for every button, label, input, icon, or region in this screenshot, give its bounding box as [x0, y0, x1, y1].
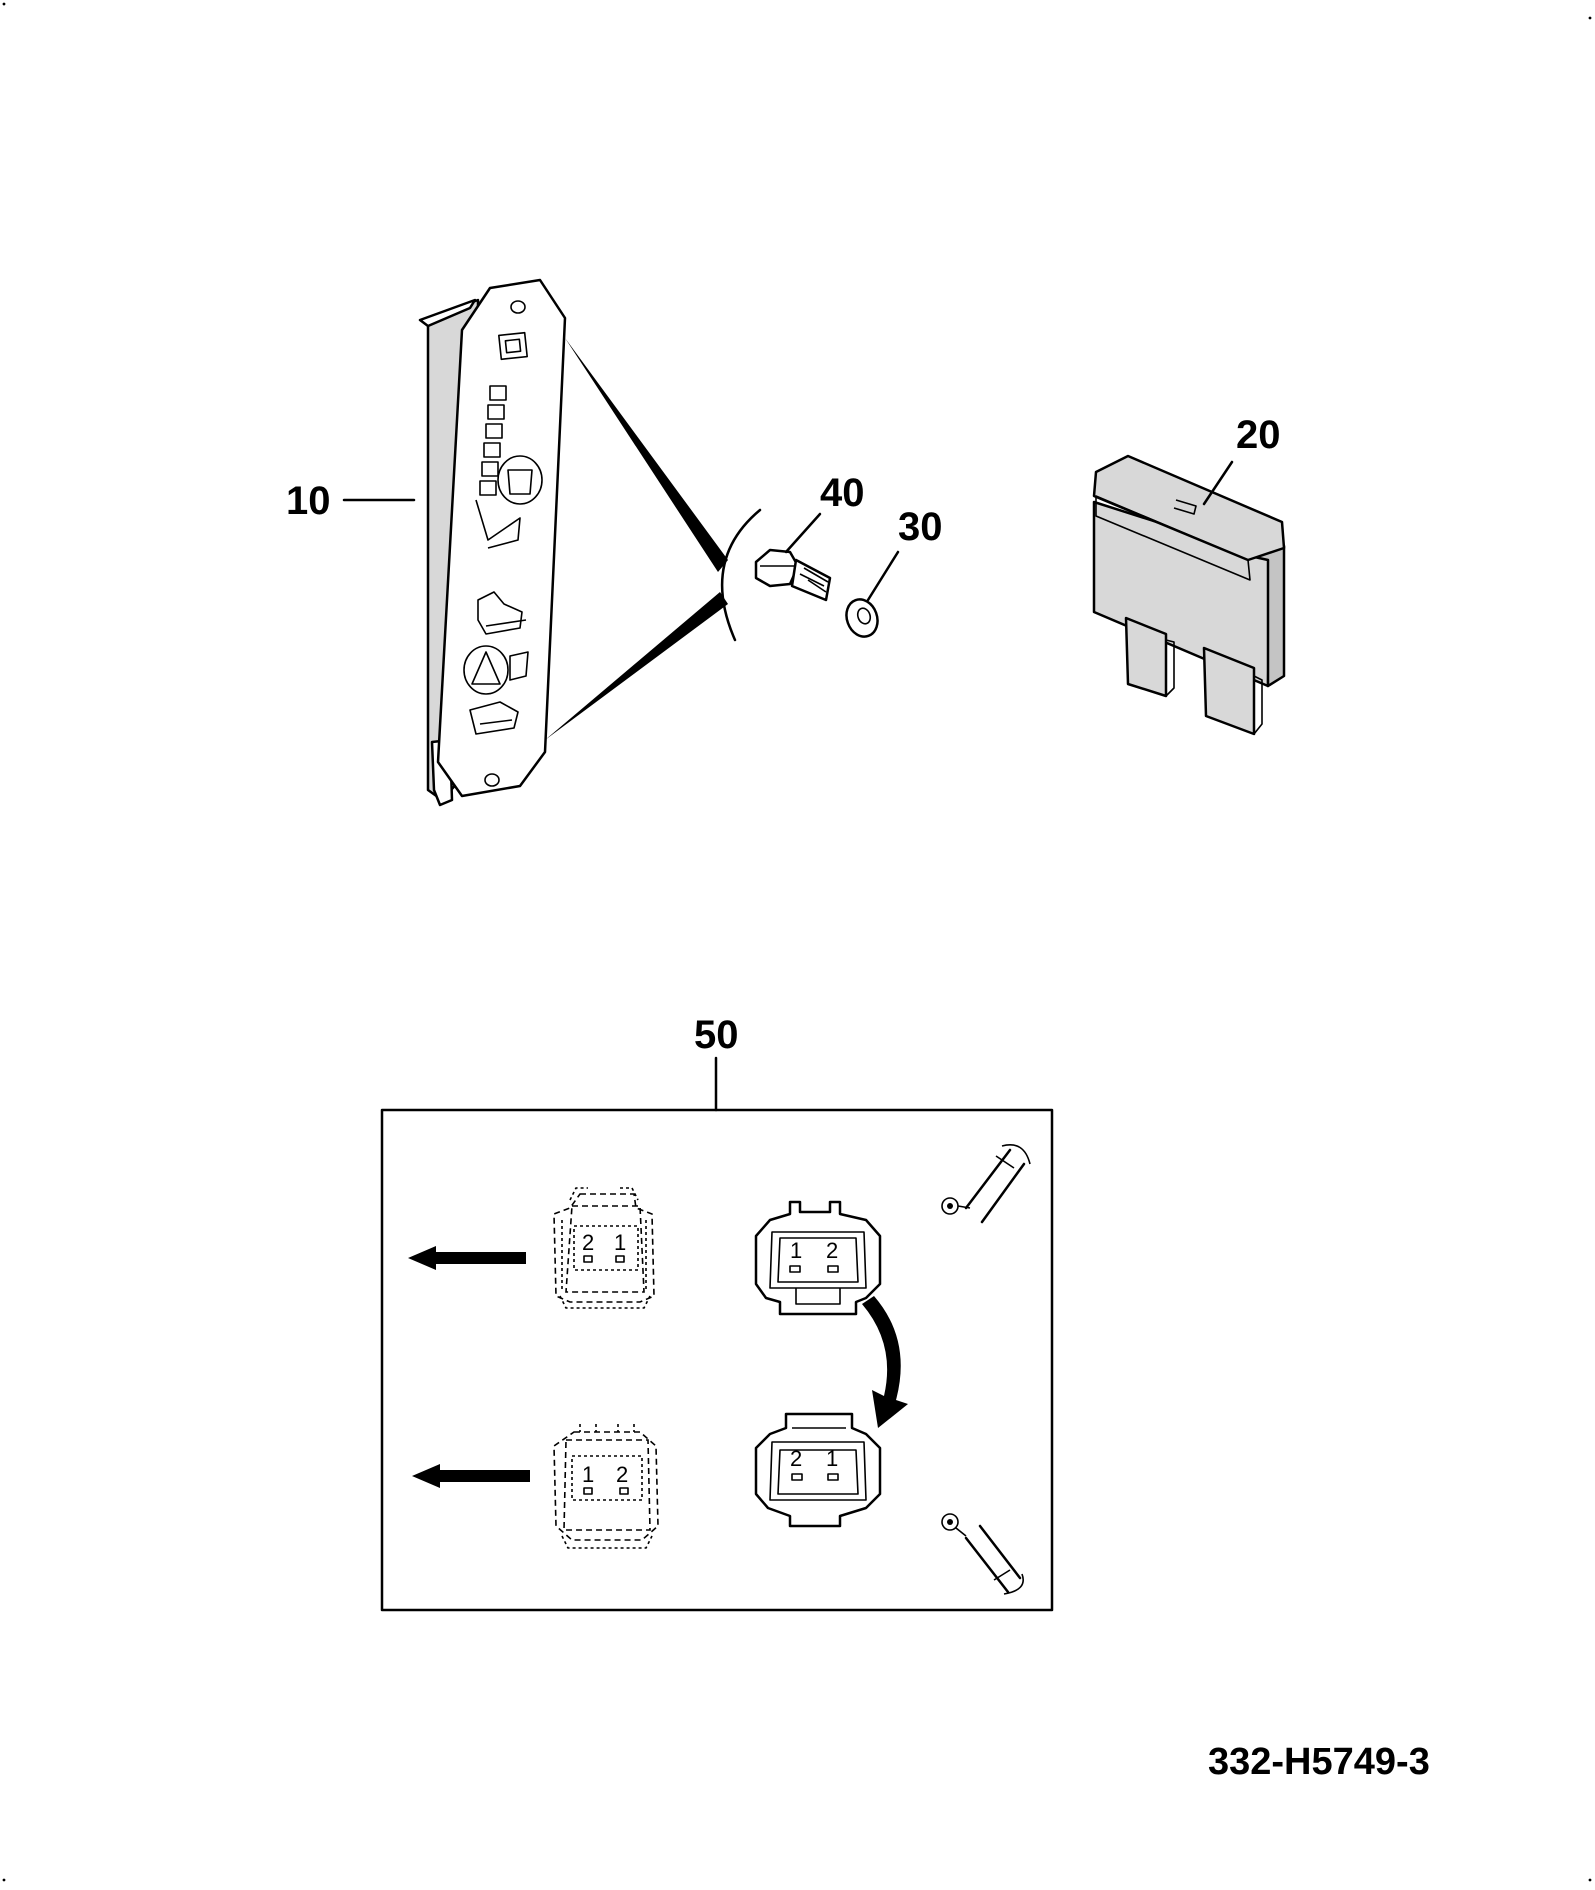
arrow-left-icon	[412, 1464, 530, 1488]
svg-text:1: 1	[614, 1230, 626, 1255]
callout-20: 20	[1236, 413, 1281, 457]
curved-arrow-icon	[862, 1296, 908, 1428]
blade-fuse-icon[interactable]	[1092, 454, 1286, 736]
detail-arc	[720, 508, 762, 642]
connector-icon[interactable]: 2 1	[754, 1412, 882, 1528]
switch-panel-icon[interactable]	[418, 278, 728, 807]
svg-text:2: 2	[616, 1462, 628, 1487]
callout-40: 40	[820, 471, 865, 515]
callout-50: 50	[694, 1013, 739, 1057]
svg-text:1: 1	[826, 1446, 838, 1471]
arrow-left-icon	[408, 1246, 526, 1270]
callout-30: 30	[898, 505, 943, 549]
drawing-number: 332-H5749-3	[1208, 1741, 1430, 1783]
connector-icon[interactable]: 1 2	[754, 1200, 882, 1316]
svg-text:2: 2	[790, 1446, 802, 1471]
svg-text:2: 2	[826, 1238, 838, 1263]
cable-terminal-icon	[941, 1144, 1031, 1224]
connector-icon: 1 2	[553, 1424, 659, 1549]
connector-icon: 2 1	[553, 1187, 655, 1309]
bolt-icon[interactable]	[754, 548, 832, 602]
connector-kit-frame	[380, 1108, 1054, 1612]
callout-10: 10	[286, 479, 331, 523]
washer-icon[interactable]	[841, 595, 882, 641]
svg-text:2: 2	[582, 1230, 594, 1255]
svg-text:1: 1	[582, 1462, 594, 1487]
cable-terminal-icon	[941, 1513, 1024, 1595]
svg-text:1: 1	[790, 1238, 802, 1263]
leader-20	[1202, 460, 1234, 506]
leader-30	[866, 550, 900, 602]
leader-40	[784, 512, 822, 554]
